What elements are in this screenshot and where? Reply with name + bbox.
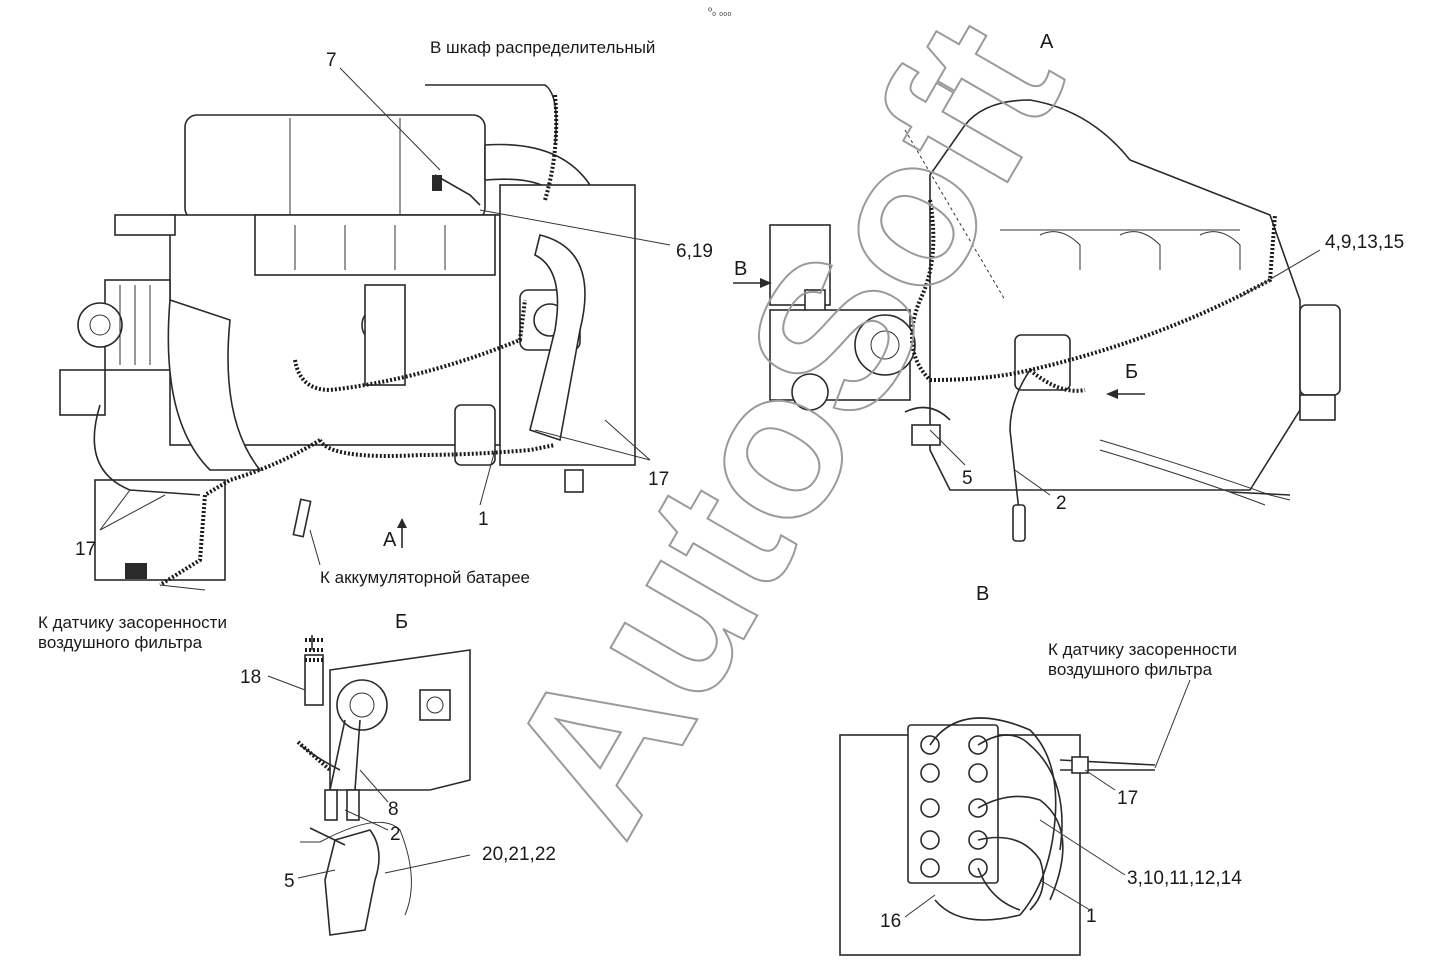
pulley: [77, 302, 123, 348]
air-filter-housing: [184, 114, 486, 221]
callout-17-main: 17: [648, 469, 669, 490]
arrow-label-v: В: [734, 258, 747, 280]
battery-cable-lug: [292, 498, 312, 538]
caption-filter-sensor-left-line2: воздушного фильтра: [38, 633, 203, 652]
manifold: [254, 214, 496, 276]
callout-5-top: 5: [962, 468, 973, 489]
hose: [529, 234, 586, 442]
main-view-leaders: [99, 67, 671, 591]
wire-to-cabinet: [425, 84, 558, 146]
main-engine-view: [59, 84, 636, 587]
callout-18: 18: [240, 667, 261, 688]
caption-filter-sensor-right-line1: К датчику засоренности: [1048, 640, 1237, 659]
callout-8: 8: [388, 799, 399, 820]
callout-2-bottom: 2: [390, 824, 401, 845]
wire-to-sensor: [93, 404, 201, 496]
view-label-a: А: [1040, 31, 1054, 53]
harness-lower: [158, 438, 322, 587]
callout-16: 16: [880, 911, 901, 932]
callout-20-21-22: 20,21,22: [482, 844, 556, 865]
header-mark: ⁰₀ ₀₀₀: [708, 7, 731, 18]
callout-17-left: 17: [75, 539, 96, 560]
callout-1-terminal: 1: [1086, 906, 1097, 927]
callout-2-top: 2: [1056, 493, 1067, 514]
connector: [432, 175, 442, 191]
ground-cable: [1009, 369, 1031, 521]
terminal-18: [304, 654, 324, 706]
harness-main: [318, 438, 556, 458]
view-label-b: Б: [395, 611, 408, 633]
terminal-screws: [920, 735, 988, 878]
view-b: [267, 635, 471, 936]
view-label-v: В: [976, 583, 989, 605]
callout-3-10-11-12-14: 3,10,11,12,14: [1127, 868, 1242, 889]
view-a: [733, 99, 1341, 542]
mount-bracket: [94, 479, 226, 581]
caption-filter-sensor-right-line2: воздушного фильтра: [1048, 660, 1213, 679]
lower-pipe: [167, 298, 262, 471]
caption-to-battery: К аккумуляторной батарее: [320, 568, 530, 587]
caption-to-cabinet: В шкаф распределительный: [430, 38, 655, 57]
callout-4-9-13-15: 4,9,13,15: [1325, 232, 1404, 253]
caption-filter-sensor-left-line1: К датчику засоренности: [38, 613, 227, 632]
callout-5-bottom: 5: [284, 871, 295, 892]
callout-1-main: 1: [478, 509, 489, 530]
callout-6-19: 6,19: [676, 241, 713, 262]
front-pulley: [1299, 304, 1341, 396]
arrow-label-b: Б: [1125, 361, 1138, 383]
callout-17-terminal: 17: [1117, 788, 1138, 809]
arrow-label-a: А: [383, 529, 397, 551]
callout-7: 7: [326, 50, 337, 71]
filter-sensor: [125, 563, 147, 579]
cable-lug-5: [324, 829, 380, 936]
wire-loop: [929, 717, 1057, 921]
view-v: [839, 679, 1191, 956]
